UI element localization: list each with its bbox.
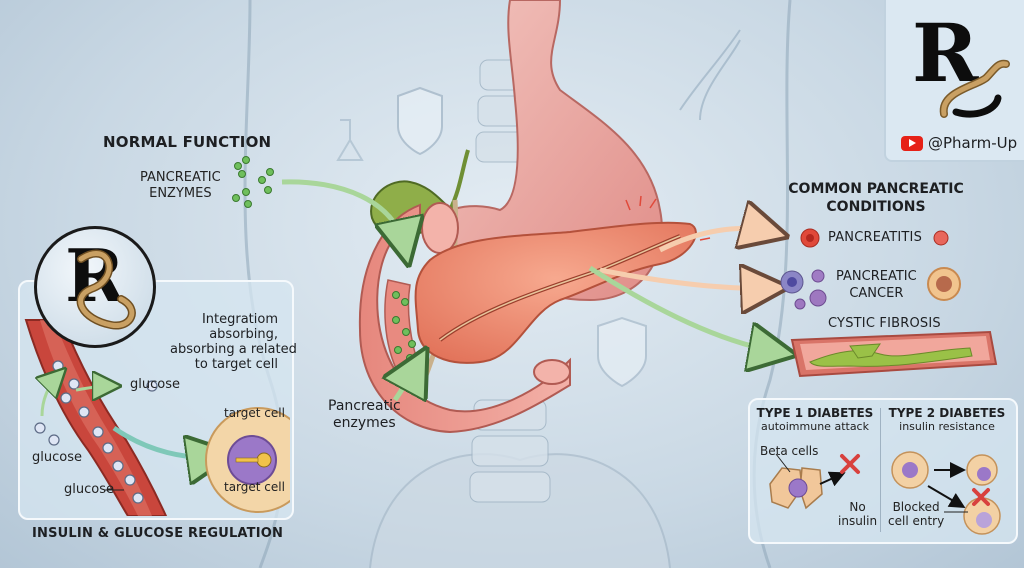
shield-icon	[597, 316, 647, 388]
conditions-heading: COMMON PANCREATIC CONDITIONS	[786, 180, 966, 216]
type1-title: TYPE 1 DIABETES	[756, 406, 874, 420]
pancreatic-enzymes-label: PANCREATIC ENZYMES	[140, 170, 221, 202]
enzymes-arrow	[281, 179, 405, 248]
youtube-icon[interactable]	[901, 136, 923, 151]
condition-pancreatic-cancer: PANCREATIC CANCER	[836, 268, 917, 302]
no-insulin-line2: insulin	[838, 514, 878, 528]
duodenum	[358, 203, 571, 434]
condition-cystic-fibrosis: CYSTIC FIBROSIS	[828, 316, 941, 331]
tumor-cell-icon	[927, 267, 961, 301]
snake-icon	[76, 249, 136, 330]
key-icon	[235, 452, 272, 468]
glucose-label: glucose	[32, 450, 82, 465]
cf-arrow	[588, 265, 778, 352]
inflammation-marks	[625, 195, 711, 241]
type1-subtitle: autoimmune attack	[761, 420, 869, 433]
destroyed-beta-cell-icon	[769, 453, 823, 510]
description-line: absorbing,	[209, 327, 278, 342]
x-mark-icon	[840, 454, 860, 474]
description-line: Integratiom	[201, 312, 278, 327]
channel-handle[interactable]: @Pharm-Up	[928, 134, 1018, 152]
enzymes-label-line1: PANCREATIC	[140, 170, 221, 185]
no-insulin-label: No insulin	[838, 500, 877, 528]
type2-subtitle: insulin resistance	[899, 420, 995, 433]
normal-function-heading: NORMAL FUNCTION	[103, 133, 272, 151]
rx-magnifier: R	[34, 226, 156, 348]
duodenum-label-line1: Pancreatic	[328, 398, 401, 414]
insulin-description: Integratiom absorbing, absorbing a relat…	[170, 312, 297, 372]
pancreatitis-arrow	[658, 229, 770, 253]
duodenum-label-line2: enzymes	[333, 415, 396, 431]
blocked-line2: cell entry	[888, 514, 945, 528]
target-cell-label: target cell	[224, 406, 285, 420]
description-line: to target cell	[194, 357, 278, 372]
flask-icon	[336, 119, 364, 161]
target-cell-label: target cell	[224, 480, 285, 494]
rx-serpent-icon: R	[65, 233, 125, 318]
pancreatitis-cell-icon	[933, 230, 949, 246]
cancer-cells-icon	[780, 269, 827, 310]
beta-cells-label: Beta cells	[760, 444, 819, 458]
diabetes-divider	[880, 408, 881, 532]
shield-icon	[397, 86, 443, 156]
enzyme-molecule-icon	[232, 156, 274, 208]
no-insulin-line1: No	[849, 500, 866, 514]
brand-logo-box: R	[884, 0, 1024, 162]
duodenum-enzymes-label: Pancreatic enzymes	[328, 398, 401, 432]
conditions-heading-line2: CONDITIONS	[826, 199, 926, 215]
enzymes-label-line2: ENZYMES	[149, 186, 212, 201]
insulin-panel-title: INSULIN & GLUCOSE REGULATION	[32, 526, 284, 541]
type2-header: TYPE 2 DIABETES insulin resistance	[882, 406, 1012, 433]
blood-vessel-illustration	[24, 319, 290, 516]
x-mark-icon	[972, 488, 990, 506]
duodenum-arrow	[395, 364, 418, 400]
type2-title: TYPE 2 DIABETES	[888, 406, 1006, 420]
cancer-arrow	[599, 270, 770, 288]
dna-helix-icon	[679, 29, 741, 121]
cancer-label-line2: CANCER	[849, 286, 904, 301]
description-line: absorbing a related	[170, 342, 297, 357]
cancer-label-line1: PANCREATIC	[836, 269, 917, 284]
insulin-resistant-cell-icon	[891, 451, 1001, 535]
blocked-entry-label: Blocked cell entry	[888, 500, 944, 528]
pancreatitis-cell-icon	[800, 228, 820, 248]
diabetes-illustrations	[769, 451, 1001, 535]
conditions-heading-line1: COMMON PANCREATIC	[788, 181, 964, 197]
type1-header: TYPE 1 DIABETES autoimmune attack	[752, 406, 878, 433]
condition-pancreatitis: PANCREATITIS	[828, 230, 923, 245]
blocked-line1: Blocked	[892, 500, 940, 514]
glucose-label: glucose	[130, 377, 180, 392]
snake-icon	[939, 59, 1010, 118]
glucose-label: glucose	[64, 482, 114, 497]
cystic-fibrosis-duct-icon	[790, 330, 998, 378]
